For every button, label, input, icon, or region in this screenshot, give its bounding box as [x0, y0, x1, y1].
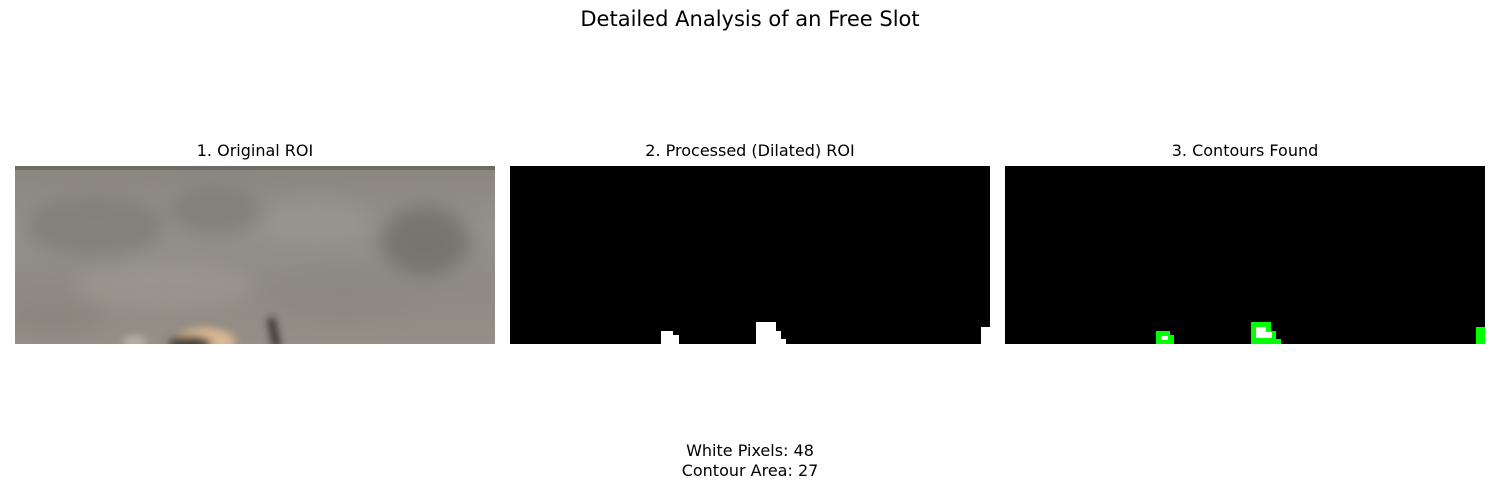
white-pixels-stat: White Pixels: 48 — [686, 441, 814, 460]
panel-title-original-roi: 1. Original ROI — [196, 141, 314, 160]
stats-block: White Pixels: 48 Contour Area: 27 — [0, 441, 1500, 481]
contours-image — [1005, 166, 1485, 344]
original-roi-image — [15, 166, 495, 344]
processed-roi-image — [510, 166, 990, 344]
contour-area-stat: Contour Area: 27 — [681, 461, 819, 480]
figure-title: Detailed Analysis of an Free Slot — [580, 7, 920, 31]
panel-title-contours-found: 3. Contours Found — [1171, 141, 1319, 160]
panel-title-processed-roi: 2. Processed (Dilated) ROI — [645, 141, 855, 160]
